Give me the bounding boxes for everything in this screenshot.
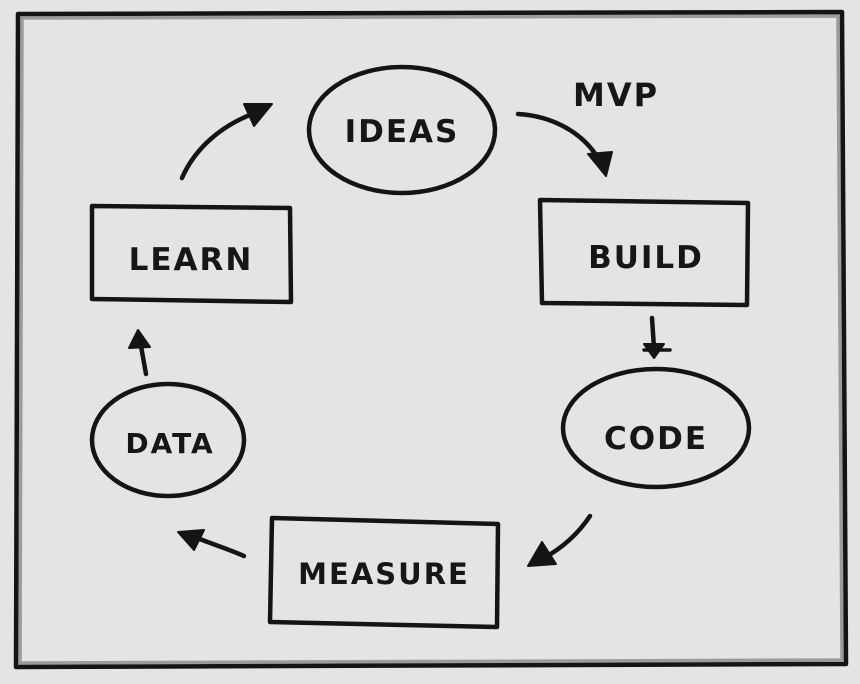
learn-node: LEARN: [89, 203, 294, 305]
arrow-learn-to-ideas: [179, 103, 273, 181]
data-label: DATA: [125, 427, 214, 460]
arrow-code-to-measure: [527, 513, 593, 567]
data-ellipse: [89, 381, 247, 499]
outer-frame: [13, 9, 849, 670]
outer-frame-overstroke: [18, 14, 844, 665]
build-box: [537, 197, 751, 308]
measure-label: MEASURE: [298, 557, 470, 591]
mvp-label: MVP: [573, 76, 659, 114]
arrow-build-to-code: [642, 315, 672, 359]
ideas-label: IDEAS: [345, 114, 460, 150]
measure-box: [267, 515, 501, 630]
build-label: BUILD: [588, 240, 704, 276]
build-node: BUILD: [537, 197, 751, 308]
learn-label: LEARN: [129, 242, 254, 278]
data-node: DATA: [89, 381, 247, 499]
arrow-measure-to-data: [177, 529, 247, 559]
measure-node: MEASURE: [267, 515, 501, 630]
code-node: CODE: [560, 366, 752, 490]
arrow-ideas-to-build: [515, 111, 613, 177]
learn-box: [89, 203, 294, 305]
ideas-ellipse: [306, 64, 498, 196]
ideas-node: IDEAS: [306, 64, 498, 196]
code-label: CODE: [604, 421, 708, 457]
arrow-data-to-learn: [128, 329, 151, 377]
code-ellipse: [560, 366, 752, 490]
